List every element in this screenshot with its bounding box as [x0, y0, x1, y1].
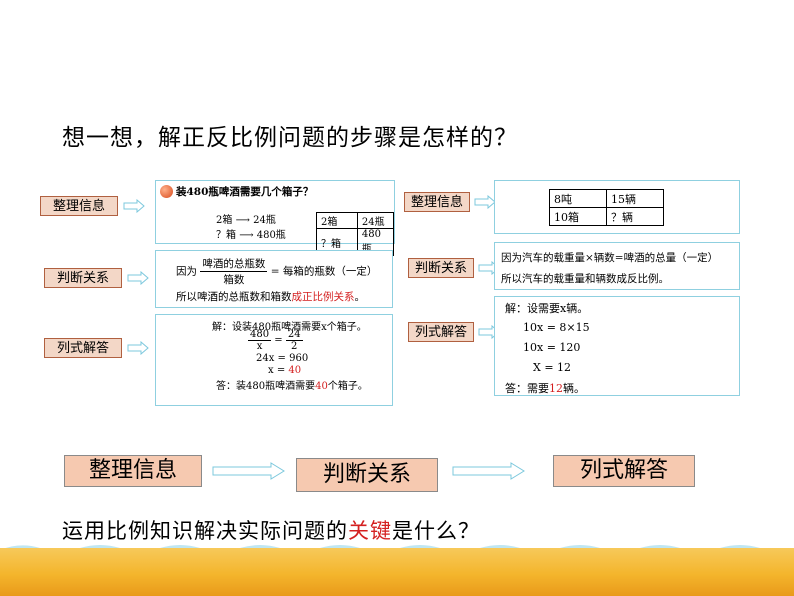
- relation-line: 因为汽车的载重量×辆数=啤酒的总量（一定）: [501, 252, 719, 264]
- relation-line: 所以汽车的载重量和辆数成反比例。: [501, 273, 669, 285]
- solution-line: 24x = 960: [256, 353, 309, 364]
- question-text: 装480瓶啤酒需要几个箱子？: [176, 186, 314, 198]
- right-step-organize: 整理信息: [404, 192, 470, 212]
- right-relation-panel: 因为汽车的载重量×辆数=啤酒的总量（一定） 所以汽车的载重量和辆数成反比例。: [494, 242, 740, 290]
- flow-step-judge: 判断关系: [296, 458, 438, 492]
- solution-line: X = 12: [533, 361, 572, 374]
- right-arrow-icon: [123, 199, 145, 213]
- arrow-row-1: 2箱 ⟶ 24瓶: [216, 215, 276, 226]
- flow-step-solve: 列式解答: [553, 455, 695, 487]
- page-title: 想一想，解正反比例问题的步骤是怎样的？: [62, 125, 518, 151]
- solution-line: x = 40: [268, 365, 302, 376]
- solution-line: 解：设需要x辆。: [505, 302, 589, 315]
- solution-answer: 答：装480瓶啤酒需要40个箱子。: [216, 381, 368, 392]
- right-arrow-icon: [212, 462, 285, 480]
- left-step-judge: 判断关系: [44, 268, 122, 288]
- relation-conclusion: 所以啤酒的总瓶数和箱数成正比例关系。: [176, 291, 365, 303]
- right-step-solve: 列式解答: [408, 322, 474, 342]
- solution-answer: 答：需要12辆。: [505, 382, 585, 395]
- flow-step-organize: 整理信息: [64, 455, 202, 487]
- right-step-judge: 判断关系: [408, 258, 474, 278]
- relation-formula: 因为 啤酒的总瓶数箱数 = 每箱的瓶数（一定）: [176, 258, 378, 286]
- solution-line: 解：设装480瓶啤酒需要x个箱子。: [212, 322, 367, 333]
- bullet-icon: [160, 185, 173, 198]
- left-step-solve: 列式解答: [44, 338, 122, 358]
- arrow-row-2: ？箱 ⟶ 480瓶: [216, 230, 286, 241]
- right-arrow-icon: [452, 462, 525, 480]
- left-relation-panel: 因为 啤酒的总瓶数箱数 = 每箱的瓶数（一定） 所以啤酒的总瓶数和箱数成正比例关…: [155, 250, 393, 308]
- left-step-organize: 整理信息: [40, 196, 118, 216]
- right-solution-panel: 解：设需要x辆。 10x = 8×15 10x = 120 X = 12 答：需…: [494, 296, 740, 396]
- solution-line: 10x = 120: [523, 341, 581, 354]
- right-arrow-icon: [127, 271, 149, 285]
- right-arrow-icon: [127, 341, 149, 355]
- solution-line: 10x = 8×15: [523, 321, 590, 334]
- right-arrow-icon: [474, 195, 496, 209]
- bottom-question: 运用比例知识解决实际问题的关键是什么？: [62, 519, 480, 543]
- sand-decoration: [0, 548, 794, 596]
